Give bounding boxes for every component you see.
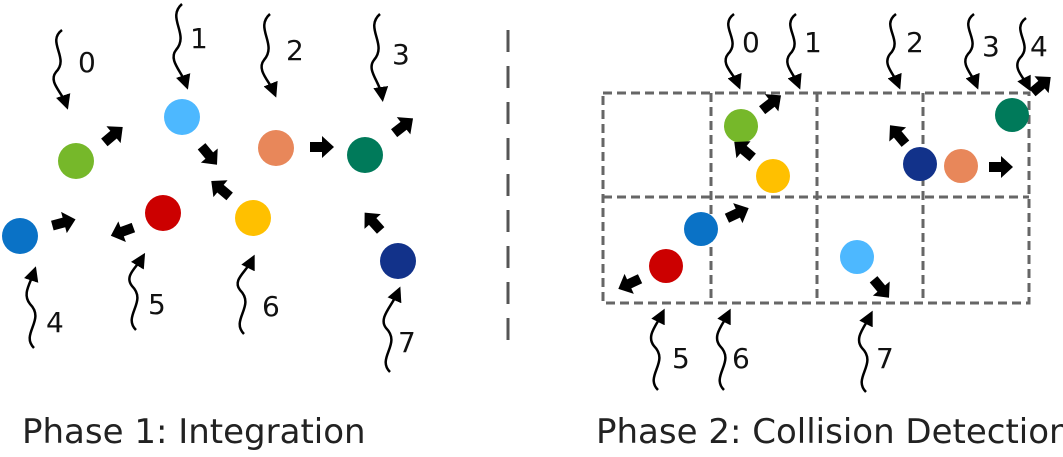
phase1-caption: Phase 1: Integration (22, 412, 366, 452)
thread-label-6: 6 (262, 290, 280, 323)
cell-thread-squiggle-0 (724, 13, 742, 90)
velocity-arrow-light-blue (197, 143, 218, 165)
thread-squiggle-6 (236, 254, 255, 335)
grid-particle-yellow (756, 159, 790, 193)
thread-squiggle-0 (52, 29, 71, 110)
grid-velocity-arrow-teal (1029, 76, 1051, 97)
cell-thread-squiggle-7 (857, 310, 873, 393)
thread-squiggle-4 (24, 266, 39, 349)
cell-thread-label-1: 1 (804, 26, 822, 59)
particle-green (58, 143, 94, 179)
grid-particle-light-blue (840, 240, 874, 274)
grid-velocity-arrow-navy (889, 125, 910, 147)
particle-yellow (235, 200, 271, 236)
grid-velocity-arrow-yellow (734, 141, 756, 162)
cell-thread-squiggle-4 (1016, 17, 1031, 92)
velocity-arrow-red (110, 221, 136, 243)
grid-particle-green (724, 109, 758, 143)
phase2-caption: Phase 2: Collision Detection (596, 412, 1063, 452)
cell-thread-label-4: 4 (1030, 30, 1048, 63)
thread-squiggle-5 (128, 252, 146, 331)
velocity-arrow-yellow (211, 180, 233, 201)
thread-squiggle-7 (382, 286, 402, 373)
particle-red (145, 195, 181, 231)
particle-navy (380, 243, 416, 279)
cell-thread-label-6: 6 (732, 342, 750, 375)
velocity-arrow-navy (364, 212, 385, 234)
grid-velocity-arrow-light-blue (869, 276, 890, 298)
thread-label-2: 2 (286, 34, 304, 67)
velocity-arrow-orange (310, 136, 334, 158)
thread-label-5: 5 (148, 288, 166, 321)
cell-thread-squiggle-2 (886, 13, 902, 90)
cell-thread-squiggle-3 (964, 13, 980, 90)
particle-orange (258, 130, 294, 166)
grid-velocity-arrow-red (618, 273, 643, 294)
phase1-panel: 0 1 2 3 4 5 6 7 (2, 3, 416, 373)
grid-particle-red (649, 249, 683, 283)
thread-squiggle-1 (172, 3, 191, 90)
cell-thread-squiggle-5 (649, 308, 665, 391)
particle-teal (347, 137, 383, 173)
thread-label-4: 4 (46, 306, 64, 339)
cell-thread-label-0: 0 (742, 26, 760, 59)
thread-label-7: 7 (398, 326, 416, 359)
cell-thread-squiggle-6 (715, 308, 731, 391)
grid-velocity-arrow-orange (989, 156, 1013, 178)
cell-thread-label-3: 3 (982, 30, 1000, 63)
particle-blue (2, 218, 38, 254)
thread-squiggle-3 (370, 13, 389, 102)
thread-label-3: 3 (392, 38, 410, 71)
particle-light-blue (164, 99, 200, 135)
grid-velocity-arrow-blue (724, 203, 749, 224)
thread-squiggle-2 (260, 13, 278, 98)
spatial-grid (601, 91, 1031, 305)
velocity-arrow-green (101, 126, 123, 147)
cell-thread-squiggle-1 (786, 13, 802, 90)
cell-thread-label-7: 7 (876, 342, 894, 375)
phase2-panel: 0 1 2 3 4 5 6 7 (601, 13, 1051, 393)
grid-particle-orange (944, 149, 978, 183)
cell-thread-label-2: 2 (906, 26, 924, 59)
grid-particle-navy (903, 147, 937, 181)
velocity-arrow-blue (51, 211, 76, 234)
grid-particle-teal (995, 98, 1029, 132)
thread-label-1: 1 (190, 22, 208, 55)
cell-thread-label-5: 5 (672, 342, 690, 375)
grid-velocity-arrow-green (759, 94, 782, 115)
thread-label-0: 0 (78, 46, 96, 79)
grid-particle-blue (684, 212, 718, 246)
velocity-arrow-teal (391, 117, 414, 138)
